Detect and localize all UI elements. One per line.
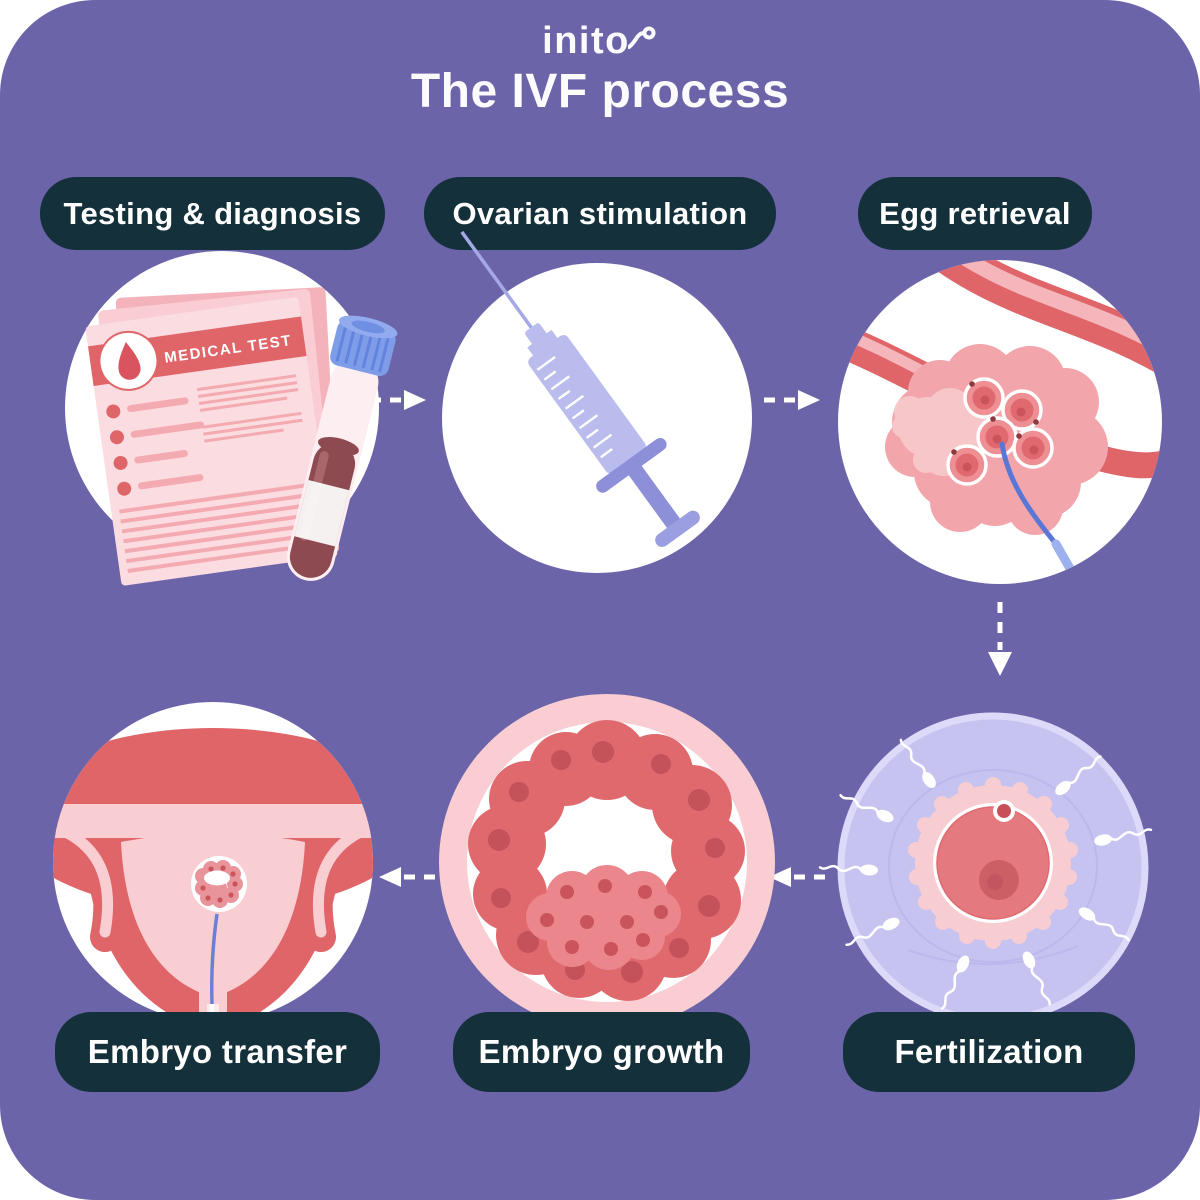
embryo-growth-illustration <box>437 692 777 1032</box>
testing-diagnosis-illustration: MEDICAL TEST <box>52 238 398 586</box>
fertilization-illustration <box>818 698 1163 1038</box>
medical-test-document-icon: MEDICAL TEST <box>85 287 340 586</box>
arrow-left-icon <box>767 865 827 894</box>
egg-retrieval-illustration <box>830 252 1170 592</box>
syringe-icon <box>460 230 700 548</box>
logo-tail-icon <box>626 24 658 59</box>
arrow-down-icon <box>985 600 1015 685</box>
step-label-fertilization: Fertilization <box>843 1012 1135 1092</box>
logo-text: inito <box>542 20 630 62</box>
step-label-egg-retrieval: Egg retrieval <box>858 177 1092 250</box>
step-label-embryo-transfer: Embryo transfer <box>55 1012 380 1092</box>
egg-cell-icon <box>908 777 1078 949</box>
step-label-testing-diagnosis: Testing & diagnosis <box>40 177 385 250</box>
inner-cell-mass <box>526 865 681 970</box>
arrow-right-icon <box>762 388 822 417</box>
page-title: The IVF process <box>410 65 790 118</box>
blood-drop-icon <box>118 342 141 380</box>
embryo-in-uterus <box>191 856 247 912</box>
blastocyst-icon <box>468 720 745 1001</box>
follicles <box>946 377 1054 486</box>
step-label-embryo-growth: Embryo growth <box>453 1012 750 1092</box>
arrow-left-icon <box>377 865 437 894</box>
step-label-ovarian-stimulation: Ovarian stimulation <box>424 177 776 250</box>
logo: inito <box>0 22 1200 60</box>
embryo-transfer-illustration <box>43 702 383 1042</box>
ovarian-stimulation-illustration <box>427 230 767 588</box>
blood-test-tube-icon <box>286 315 398 581</box>
